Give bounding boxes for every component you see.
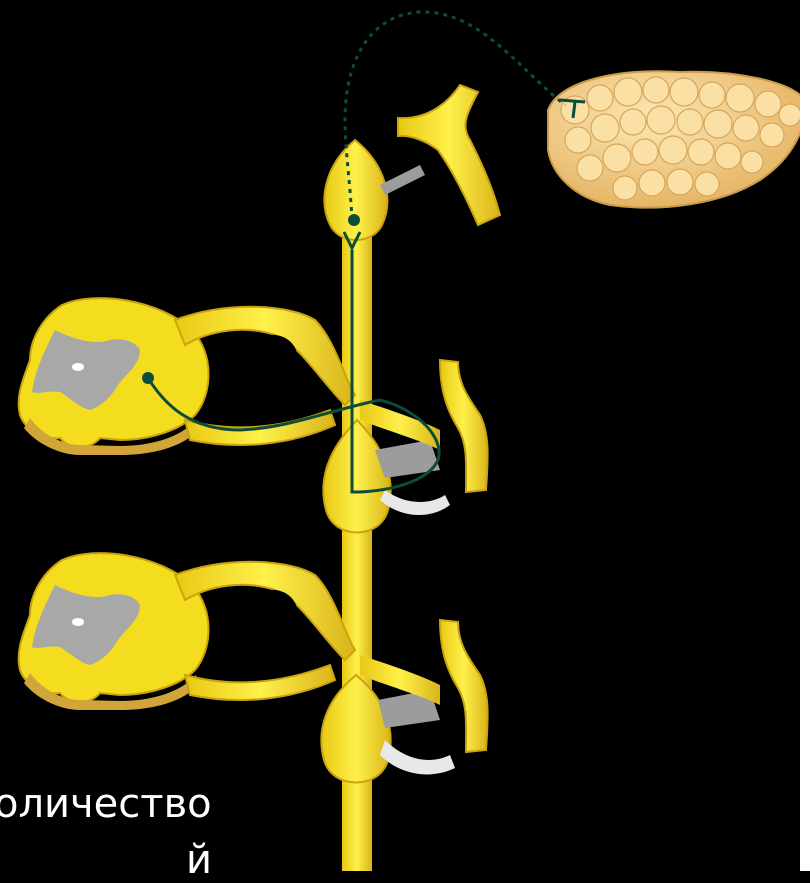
- spinal-cord-segment-lower: [19, 553, 355, 710]
- caption-line-1: оличество: [0, 782, 212, 826]
- caption-line-2: й: [186, 838, 212, 882]
- sympathetic-trunk: [321, 140, 390, 871]
- grey-ramus: [380, 490, 450, 515]
- gland-organ: [548, 71, 805, 207]
- pathway-node-spinal: [142, 372, 154, 384]
- right-edge-bar: [800, 0, 810, 871]
- spinal-cord-segment-upper: [19, 298, 355, 455]
- upper-nerve-branch: [380, 85, 500, 225]
- pathway-node-ganglion: [348, 214, 360, 226]
